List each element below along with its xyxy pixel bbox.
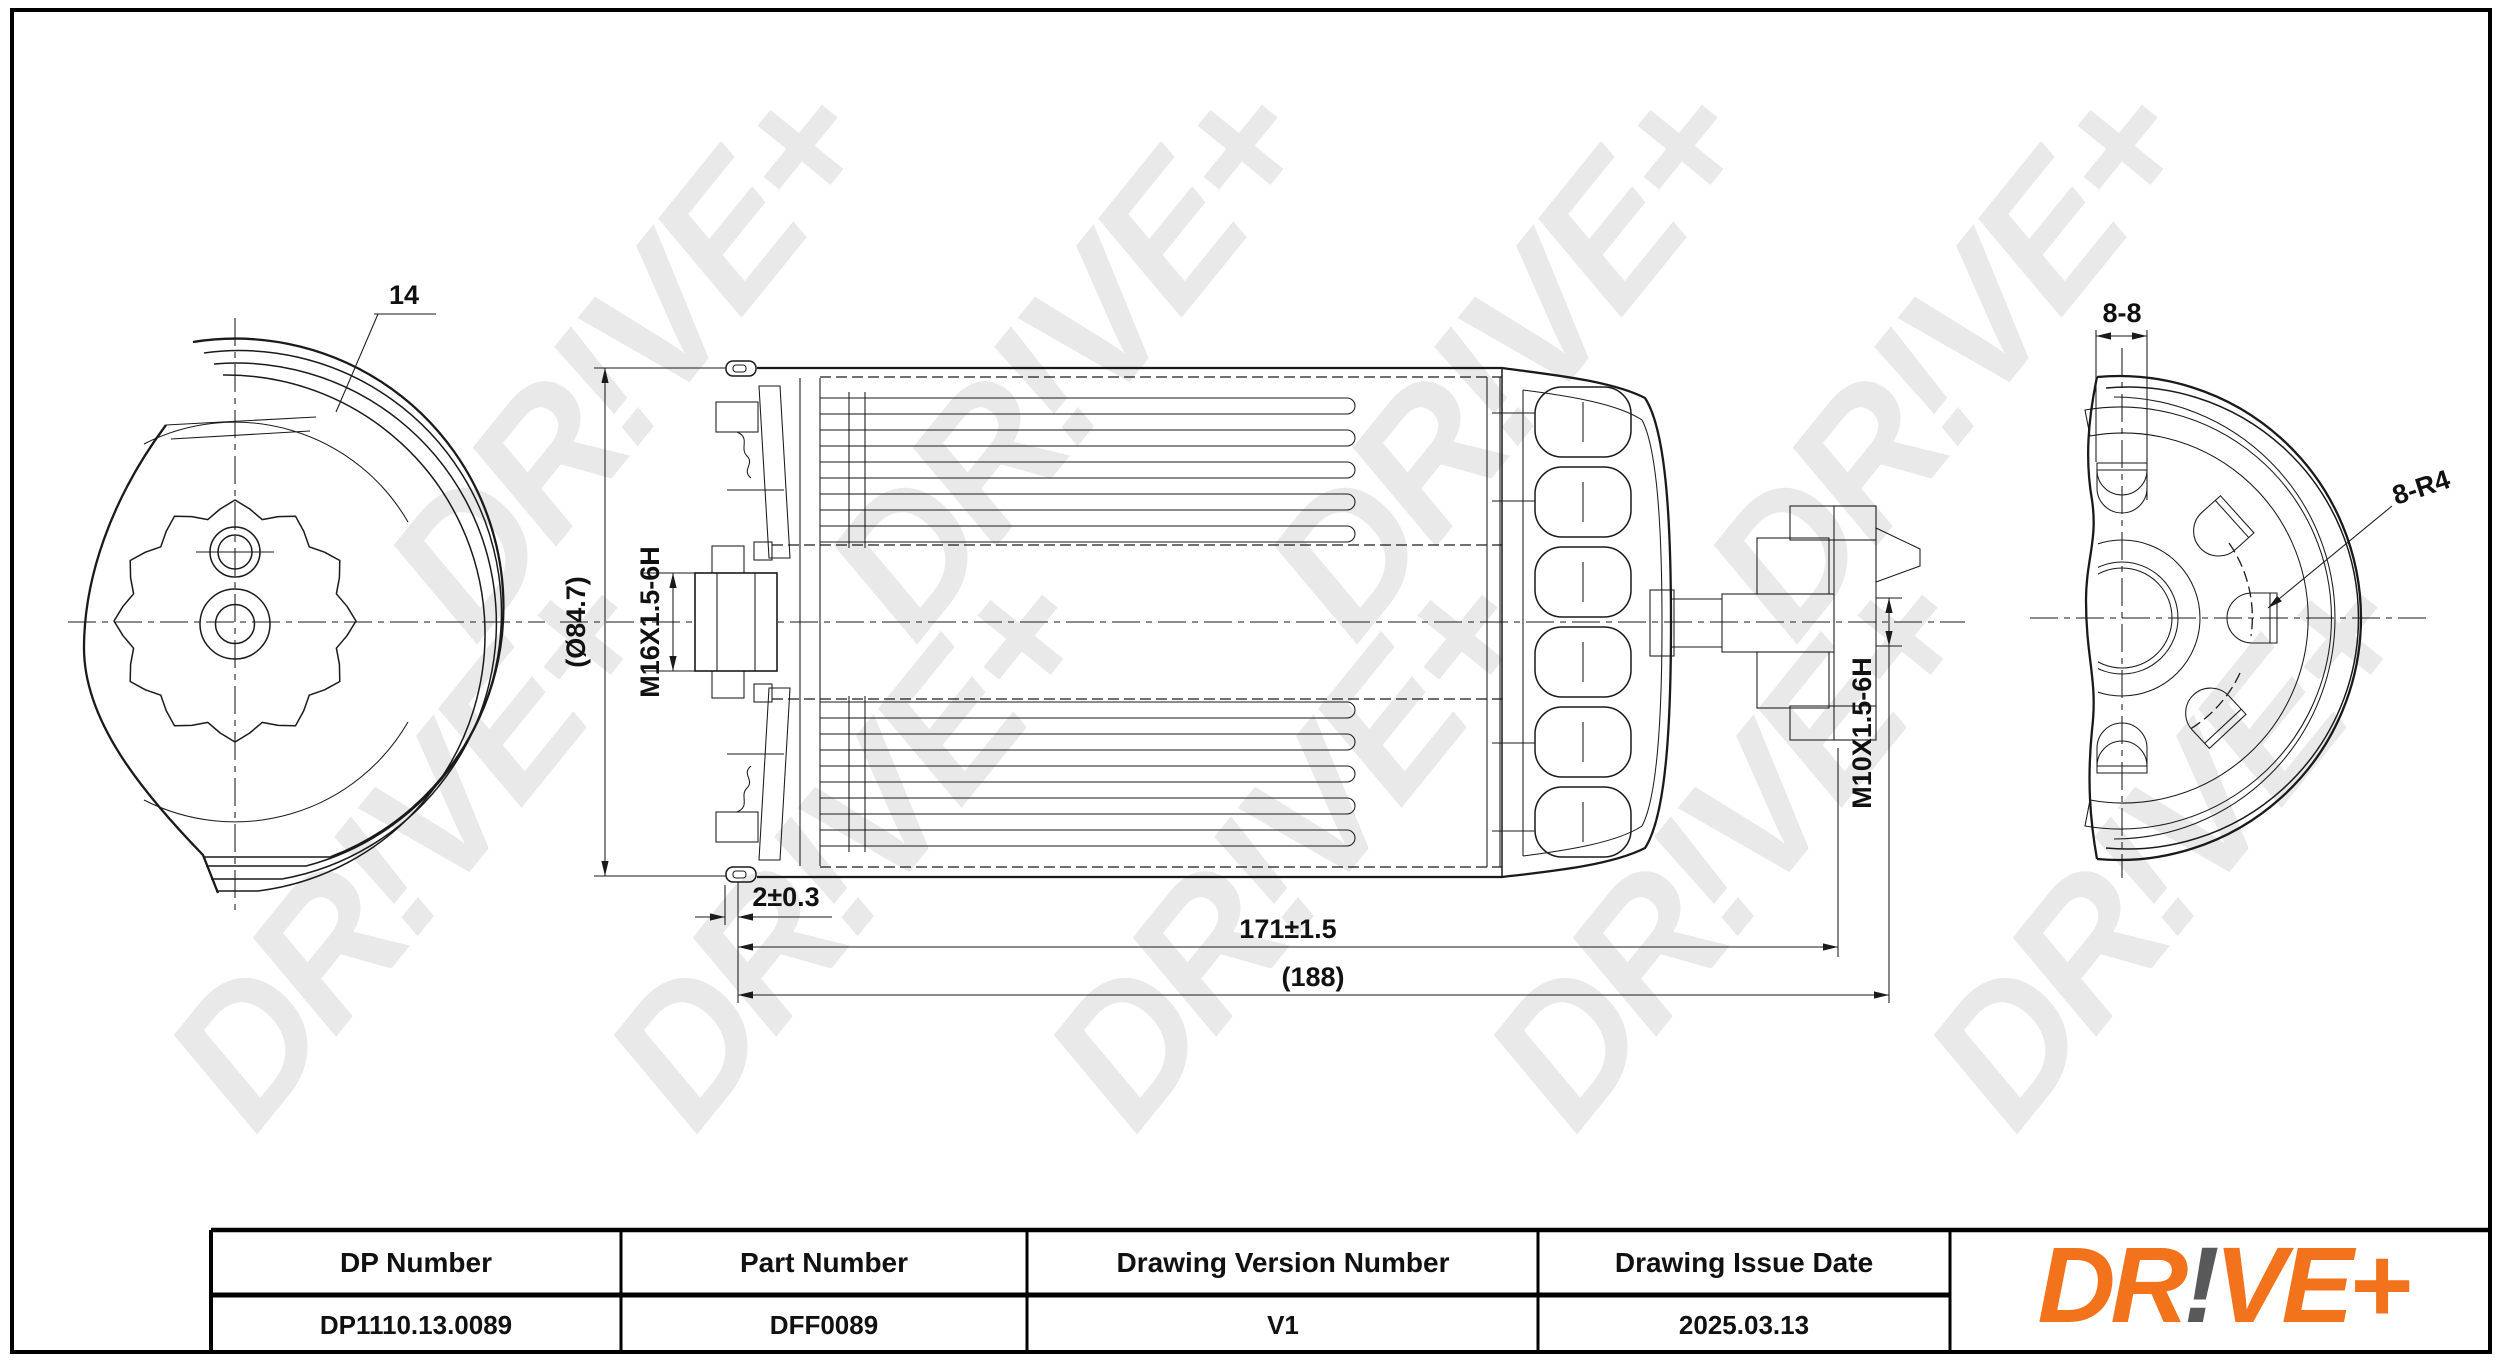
- watermark-text: DR!VE+: [346, 45, 909, 672]
- filter-pleats-upper: [820, 392, 1356, 548]
- lower-port-hole: [199, 588, 271, 660]
- title-block: DP Number Part Number Drawing Version Nu…: [209, 1224, 2490, 1352]
- table-value-part-number: DFF0089: [770, 1310, 878, 1340]
- table-header-part-number: Part Number: [740, 1247, 908, 1278]
- watermark-text: DR!VE+: [1006, 535, 1569, 1162]
- left-end-view: 14: [68, 280, 545, 912]
- bowl-dome-outline: [1501, 366, 1673, 879]
- watermark-text: DR!VE+: [1666, 45, 2229, 672]
- filter-pleats-lower: [820, 696, 1356, 852]
- sheet-border: [10, 8, 2492, 1354]
- table-value-issue-date: 2025.03.13: [1679, 1310, 1809, 1340]
- watermark-text: DR!VE+: [1226, 45, 1789, 672]
- front-section-view: (Ø84.7) M16X1.5-6H 2±0.3 171±1.5 (188): [560, 360, 1965, 1003]
- dim-overall-length: (188): [1281, 962, 1344, 992]
- table-header-dp-number: DP Number: [340, 1247, 492, 1278]
- dim-body-length: 171±1.5: [1239, 914, 1336, 944]
- watermark-text: DR!VE+: [1886, 535, 2449, 1162]
- bowl-ribs: [1492, 386, 1632, 858]
- dim-thread-left: M16X1.5-6H: [635, 546, 665, 698]
- watermark-text: DR!VE+: [786, 45, 1349, 672]
- logo-exclaim: !: [2183, 1224, 2218, 1345]
- seal-ring-section: [2084, 406, 2332, 830]
- table-value-dp-number: DP1110.13.0089: [320, 1310, 512, 1340]
- watermark-text: DR!VE+: [1446, 535, 2009, 1162]
- dim-outer-diameter: (Ø84.7): [561, 576, 591, 668]
- table-header-drawing-version: Drawing Version Number: [1117, 1247, 1450, 1278]
- crimp-seam-bottom: [725, 866, 757, 883]
- hub-section: [2098, 539, 2201, 697]
- section-thickness-dim: 8-8: [2095, 298, 2148, 500]
- logo-drive-plus: DR!VE+: [2037, 1224, 2409, 1345]
- table-header-issue-date: Drawing Issue Date: [1615, 1247, 1873, 1278]
- end-cap-section: [711, 385, 791, 861]
- dim-edge-offset: 2±0.3: [752, 882, 819, 912]
- logo-suffix: VE+: [2214, 1224, 2409, 1345]
- radius-label: 8-R4: [2389, 464, 2454, 511]
- dimensions: (Ø84.7) M16X1.5-6H 2±0.3 171±1.5 (188): [561, 367, 1902, 1003]
- balloon-label-14: 14: [389, 280, 419, 310]
- section-label: 8-8: [2102, 298, 2141, 328]
- table-value-drawing-version: V1: [1267, 1310, 1299, 1340]
- section-view-8-8: 8-8 8-R4: [2030, 298, 2454, 878]
- drain-fitting: [1649, 505, 1921, 741]
- dim-thread-right: M10X1.5-6H: [1847, 657, 1877, 809]
- inlet-thread-boss: [694, 572, 778, 672]
- balloon-14: 14: [335, 280, 436, 413]
- logo-prefix: DR: [2037, 1224, 2188, 1345]
- upper-port-hole: [196, 526, 274, 578]
